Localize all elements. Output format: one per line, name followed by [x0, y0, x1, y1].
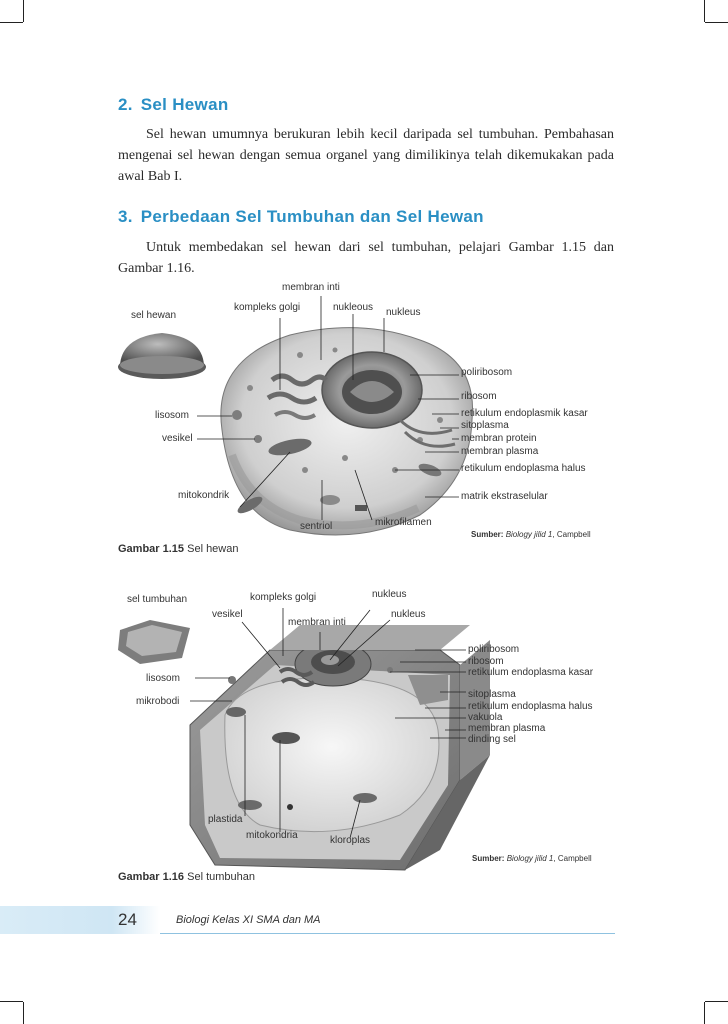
label-mikrofilamen: mikrofilamen [375, 517, 432, 528]
label-matrik: matrik ekstraselular [461, 491, 548, 502]
figure-1-caption-number: Gambar 1.15 [118, 543, 184, 555]
small-animal-cell-thumbnail [118, 333, 206, 379]
animal-cell-body [221, 328, 473, 535]
animal-cell-illustration [0, 0, 728, 560]
label-mitokondria: mitokondria [246, 830, 298, 841]
label-mitokondrik: mitokondrik [178, 490, 229, 501]
figure-1-source-label: Sumber: [471, 530, 503, 539]
figure-2-source-title: Biology jilid 1 [507, 854, 554, 863]
crop-mark-bl-h [0, 1001, 23, 1002]
footer-rule [160, 933, 615, 934]
figure-1-caption-text: Sel hewan [187, 543, 238, 555]
figure-2-caption: Gambar 1.16 Sel tumbuhan [118, 871, 255, 883]
label-nukleus-top: nukleus [372, 589, 406, 600]
book-title: Biologi Kelas XI SMA dan MA [176, 914, 321, 926]
label-membran-protein: membran protein [461, 433, 537, 444]
crop-mark-bl-v [23, 1002, 24, 1024]
figure-2-source: Sumber: Biology jilid 1, Campbell [472, 854, 592, 863]
crop-mark-br-v [704, 1002, 705, 1024]
figure-1-caption: Gambar 1.15 Sel hewan [118, 543, 238, 555]
label-dinding-sel: dinding sel [468, 734, 516, 745]
label-nukleus-2: nukleus [391, 609, 425, 620]
label-vesikel: vesikel [162, 433, 193, 444]
figure-1-source-author: , Campbell [552, 530, 590, 539]
figure-2-source-label: Sumber: [472, 854, 504, 863]
label-sel-tumbuhan: sel tumbuhan [127, 594, 187, 605]
label-retikulum-kasar: retikulum endoplasmik kasar [461, 408, 588, 419]
crop-mark-br-h [705, 1001, 728, 1002]
label-poliribosom-2: poliribosom [468, 644, 519, 655]
label-sel-hewan: sel hewan [131, 310, 176, 321]
figure-2-source-author: , Campbell [553, 854, 591, 863]
label-ribosom-2: ribosom [468, 656, 504, 667]
label-retikulum-kasar-2: retikulum endoplasma kasar [468, 667, 593, 678]
page-number: 24 [118, 910, 137, 930]
label-plastida: plastida [208, 814, 242, 825]
label-kompleks-golgi-2: kompleks golgi [250, 592, 316, 603]
label-membran-plasma-2: membran plasma [468, 723, 545, 734]
figure-1-source: Sumber: Biology jilid 1, Campbell [471, 530, 591, 539]
label-sitoplasma: sitoplasma [461, 420, 509, 431]
label-nukleus: nukleus [386, 307, 420, 318]
label-nukleous: nukleous [333, 302, 373, 313]
small-plant-cell-thumbnail [118, 620, 190, 664]
label-sentriol: sentriol [300, 521, 332, 532]
label-membran-plasma: membran plasma [461, 446, 538, 457]
label-vesikel-2: vesikel [212, 609, 243, 620]
label-kompleks-golgi: kompleks golgi [234, 302, 300, 313]
label-membran-inti: membran inti [282, 282, 340, 293]
figure-2-caption-text: Sel tumbuhan [187, 871, 255, 883]
figure-2-caption-number: Gambar 1.16 [118, 871, 184, 883]
label-lisosom: lisosom [155, 410, 189, 421]
label-retikulum-halus-2: retikulum endoplasma halus [468, 701, 593, 712]
label-vakuola: vakuola [468, 712, 502, 723]
label-poliribosom: poliribosom [461, 367, 512, 378]
label-mikrobodi: mikrobodi [136, 696, 179, 707]
figure-1-source-title: Biology jilid 1 [506, 530, 553, 539]
label-kloroplas: kloroplas [330, 835, 370, 846]
label-lisosom-2: lisosom [146, 673, 180, 684]
label-retikulum-halus: retikulum endoplasma halus [461, 463, 586, 474]
label-sitoplasma-2: sitoplasma [468, 689, 516, 700]
label-membran-inti-2: membran inti [288, 617, 346, 628]
label-ribosom: ribosom [461, 391, 497, 402]
